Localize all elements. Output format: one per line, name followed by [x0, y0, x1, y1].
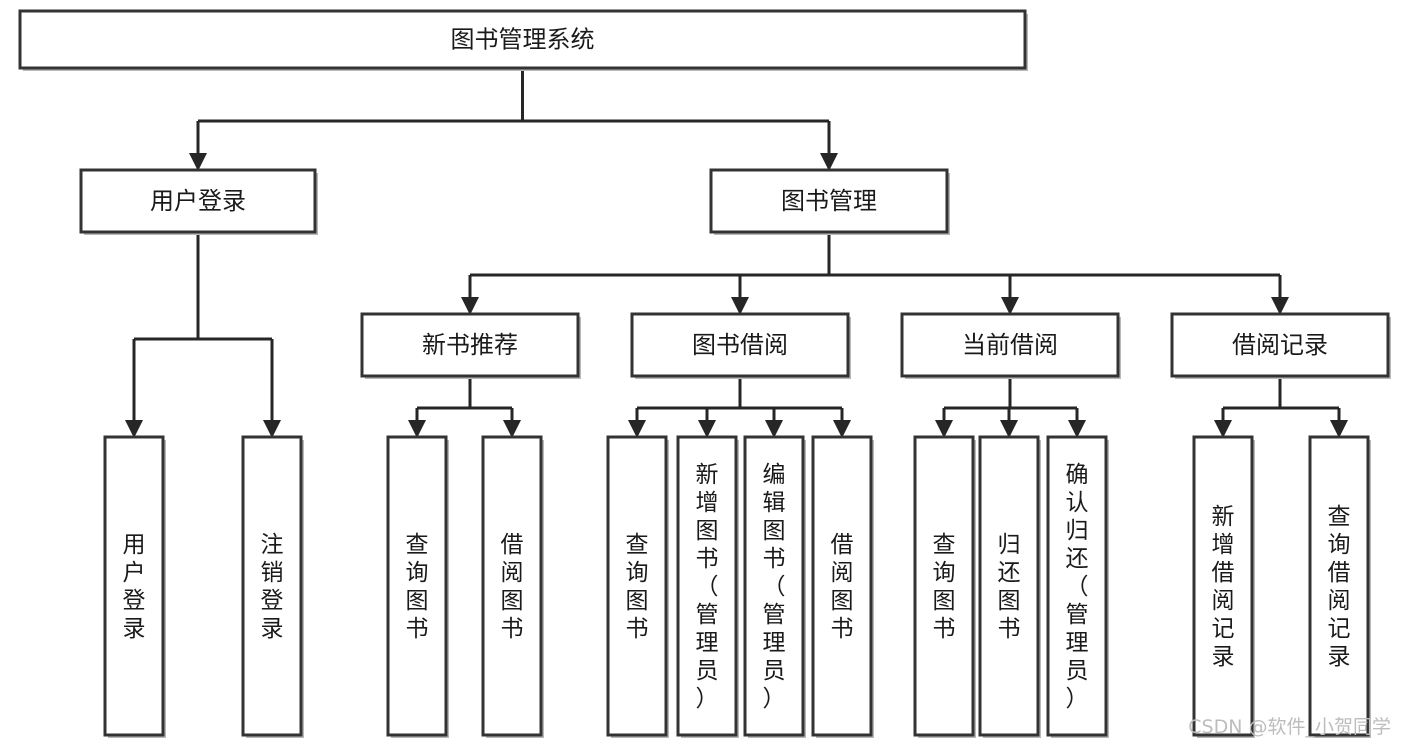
- node-rect[interactable]: [241, 435, 303, 737]
- node-book-borrow[interactable]: 图书借阅: [630, 312, 851, 379]
- node-leaf-add-record[interactable]: 新增借阅记录: [1192, 435, 1255, 738]
- node-rect[interactable]: [360, 312, 580, 378]
- node-label: 用户登录: [123, 532, 146, 642]
- arrow-head-icon: [189, 153, 207, 171]
- node-label: 借阅图书: [501, 532, 524, 642]
- arrow-head-icon: [731, 297, 749, 315]
- node-rect[interactable]: [1170, 312, 1390, 378]
- connectors-layer: [125, 68, 1348, 438]
- node-rect[interactable]: [18, 9, 1027, 70]
- edge-group-book-management: [461, 232, 1289, 315]
- node-rect[interactable]: [103, 435, 165, 737]
- edge-group-current-borrow: [935, 376, 1086, 438]
- arrow-head-icon: [1214, 420, 1232, 438]
- arrow-head-icon: [1271, 297, 1289, 315]
- node-label: 确认归还（管理员）: [1066, 462, 1089, 712]
- arrow-head-icon: [1068, 420, 1086, 438]
- node-label: 归还图书: [998, 532, 1021, 642]
- node-rect[interactable]: [913, 435, 975, 737]
- arrow-head-icon: [1330, 420, 1348, 438]
- arrow-head-icon: [935, 420, 953, 438]
- node-leaf-query-record[interactable]: 查询借阅记录: [1308, 435, 1371, 738]
- arrow-head-icon: [503, 420, 521, 438]
- node-label: 当前借阅: [962, 331, 1058, 359]
- arrow-head-icon: [628, 420, 646, 438]
- node-rect[interactable]: [386, 435, 448, 737]
- node-label: 查询图书: [406, 532, 429, 642]
- node-rect[interactable]: [743, 435, 805, 737]
- node-rect[interactable]: [1308, 435, 1370, 737]
- node-leaf-query-book-3[interactable]: 查询图书: [913, 435, 976, 738]
- node-rect[interactable]: [1046, 435, 1108, 737]
- edge-group-root: [189, 68, 838, 171]
- arrow-head-icon: [461, 297, 479, 315]
- edge-group-user-login: [125, 232, 281, 438]
- node-label: 图书管理系统: [451, 26, 595, 54]
- node-leaf-logout[interactable]: 注销登录: [241, 435, 304, 738]
- node-label: 新增借阅记录: [1212, 504, 1235, 670]
- node-label: 新书推荐: [422, 331, 518, 359]
- node-leaf-edit-book[interactable]: 编辑图书（管理员）: [743, 435, 806, 738]
- node-root[interactable]: 图书管理系统: [18, 9, 1028, 71]
- node-label: 借阅记录: [1232, 331, 1328, 359]
- node-leaf-query-book-1[interactable]: 查询图书: [386, 435, 449, 738]
- node-label: 编辑图书（管理员）: [763, 462, 786, 712]
- nodes-layer: 图书管理系统用户登录图书管理新书推荐图书借阅当前借阅借阅记录用户登录注销登录查询…: [18, 9, 1391, 738]
- node-rect[interactable]: [79, 168, 317, 234]
- arrow-head-icon: [263, 420, 281, 438]
- arrow-head-icon: [820, 153, 838, 171]
- node-rect[interactable]: [811, 435, 873, 737]
- node-leaf-add-book[interactable]: 新增图书（管理员）: [676, 435, 739, 738]
- arrow-head-icon: [833, 420, 851, 438]
- edge-group-new-book-recommend: [408, 376, 521, 438]
- arrow-head-icon: [1000, 420, 1018, 438]
- edge-group-book-borrow: [628, 376, 851, 438]
- node-book-management[interactable]: 图书管理: [709, 168, 950, 235]
- node-user-login[interactable]: 用户登录: [79, 168, 318, 235]
- node-label: 图书管理: [781, 187, 877, 215]
- node-label: 查询图书: [626, 532, 649, 642]
- node-rect[interactable]: [1192, 435, 1254, 737]
- node-label: 查询图书: [933, 532, 956, 642]
- node-label: 借阅图书: [831, 532, 854, 642]
- node-label: 新增图书（管理员）: [696, 462, 719, 712]
- node-rect[interactable]: [900, 312, 1120, 378]
- arrow-head-icon: [698, 420, 716, 438]
- arrow-head-icon: [1001, 297, 1019, 315]
- node-rect[interactable]: [978, 435, 1040, 737]
- node-leaf-borrow-book-2[interactable]: 借阅图书: [811, 435, 874, 738]
- node-borrow-record[interactable]: 借阅记录: [1170, 312, 1391, 379]
- node-rect[interactable]: [676, 435, 738, 737]
- node-leaf-borrow-book-1[interactable]: 借阅图书: [481, 435, 544, 738]
- node-leaf-user-login[interactable]: 用户登录: [103, 435, 166, 738]
- node-leaf-query-book-2[interactable]: 查询图书: [606, 435, 669, 738]
- node-leaf-return-book[interactable]: 归还图书: [978, 435, 1041, 738]
- arrow-head-icon: [408, 420, 426, 438]
- node-rect[interactable]: [606, 435, 668, 737]
- node-label: 用户登录: [150, 187, 246, 215]
- node-new-book-recommend[interactable]: 新书推荐: [360, 312, 581, 379]
- node-rect[interactable]: [709, 168, 949, 234]
- arrow-head-icon: [765, 420, 783, 438]
- edge-group-borrow-record: [1214, 376, 1348, 438]
- node-label: 图书借阅: [692, 331, 788, 359]
- arrow-head-icon: [125, 420, 143, 438]
- node-leaf-confirm-return[interactable]: 确认归还（管理员）: [1046, 435, 1109, 738]
- node-current-borrow[interactable]: 当前借阅: [900, 312, 1121, 379]
- node-label: 注销登录: [261, 532, 284, 642]
- node-rect[interactable]: [481, 435, 543, 737]
- node-label: 查询借阅记录: [1328, 504, 1351, 670]
- node-rect[interactable]: [630, 312, 850, 378]
